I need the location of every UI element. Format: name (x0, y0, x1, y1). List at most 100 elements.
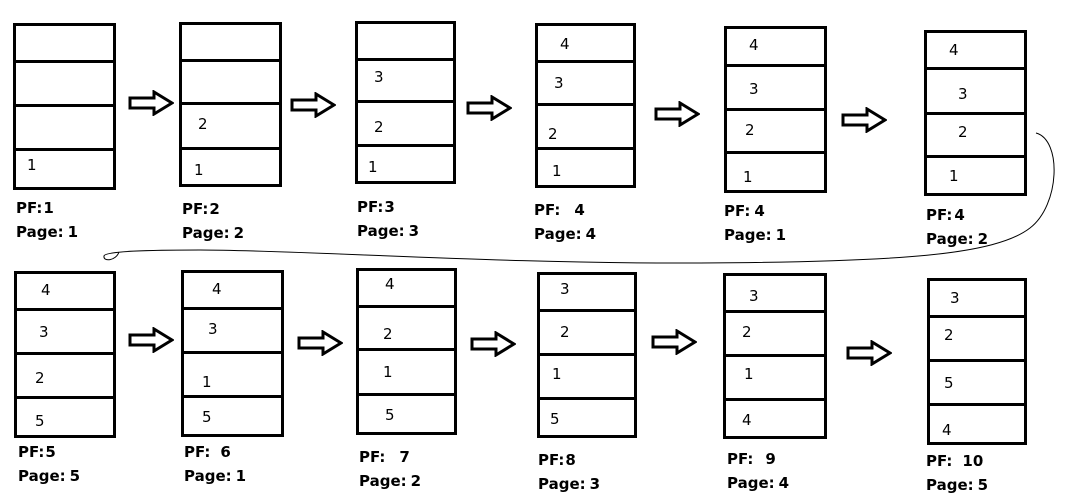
slot-page-number: 1 (552, 162, 562, 180)
requested-page: 1 (67, 223, 79, 241)
frame-slot-2: 2 (359, 305, 454, 348)
slot-page-number: 2 (958, 123, 968, 141)
page-label: Page: (926, 476, 974, 494)
requested-page: 4 (585, 225, 597, 243)
page-fault-label: PF: (359, 448, 386, 466)
page-fault-count: 1 (43, 199, 54, 217)
slot-page-number: 1 (743, 168, 753, 186)
slot-page-number: 3 (39, 323, 49, 341)
slot-page-number: 1 (27, 156, 37, 174)
frame-slot-4: 1 (358, 144, 453, 181)
slot-page-number: 3 (554, 74, 564, 92)
frame-slot-4: 4 (930, 403, 1024, 442)
page-fault-count: 4 (754, 202, 765, 220)
slot-page-number: 2 (383, 325, 393, 343)
frame-slot-3: 1 (726, 354, 824, 398)
page-fault-label: PF: (727, 450, 754, 468)
frame-slot-4: 1 (538, 147, 633, 185)
slot-page-number: 3 (749, 80, 759, 98)
frame-slot-2: 3 (927, 67, 1024, 112)
requested-page: 1 (775, 226, 787, 244)
page-fault-label: PF: (18, 443, 45, 461)
right-arrow-icon (651, 329, 697, 355)
frame-slot-3: 1 (540, 353, 634, 397)
requested-page: 2 (410, 472, 422, 490)
slot-page-number: 4 (749, 36, 759, 54)
page-fault-count: 10 (962, 452, 984, 470)
slot-page-number: 2 (745, 121, 755, 139)
memory-frame-step-5: 4 3 2 1 (724, 26, 827, 193)
requested-page: 2 (977, 230, 989, 248)
page-label: Page: (16, 223, 64, 241)
right-arrow-icon (470, 331, 516, 357)
requested-page: 2 (233, 224, 245, 242)
frame-slot-4: 5 (359, 393, 454, 432)
requested-page: 3 (589, 475, 601, 493)
page-fault-label: PF: (357, 198, 384, 216)
requested-page: 1 (235, 467, 247, 485)
page-fault-label: PF: (926, 452, 953, 470)
page-fault-label: PF: (926, 206, 953, 224)
page-label: Page: (182, 224, 230, 242)
page-label: Page: (538, 475, 586, 493)
frame-slot-4: 1 (927, 155, 1024, 193)
page-label: Page: (357, 222, 405, 240)
slot-page-number: 2 (742, 323, 752, 341)
slot-page-number: 5 (202, 408, 212, 426)
right-arrow-icon (297, 330, 343, 356)
frame-slot-3: 5 (930, 359, 1024, 403)
page-fault-count: 7 (399, 448, 410, 466)
frame-slot-2: 2 (540, 309, 634, 353)
page-fault-count: 4 (954, 206, 965, 224)
frame-slot-1: 4 (727, 29, 824, 64)
right-arrow-icon (654, 101, 700, 127)
frame-slot-1: 3 (930, 281, 1024, 315)
right-arrow-icon (128, 327, 174, 353)
page-label: Page: (926, 230, 974, 248)
page-fault-label: PF: (538, 451, 565, 469)
frame-slot-1: 3 (540, 275, 634, 309)
slot-page-number: 4 (212, 280, 222, 298)
frame-slot-2: 3 (184, 307, 281, 351)
page-label: Page: (359, 472, 407, 490)
slot-page-number: 5 (35, 412, 45, 430)
frame-slot-3: 2 (17, 352, 113, 396)
page-label: Page: (724, 226, 772, 244)
frame-slot-1: 3 (726, 276, 824, 310)
page-fault-label: PF: (184, 443, 211, 461)
slot-page-number: 4 (949, 41, 959, 59)
right-arrow-icon (846, 340, 892, 366)
slot-page-number: 1 (949, 167, 959, 185)
frame-slot-1: 4 (538, 26, 633, 60)
page-fault-label: PF: (16, 199, 43, 217)
slot-page-number: 5 (944, 374, 954, 392)
slot-page-number: 1 (383, 363, 393, 381)
frame-slot-2: 3 (538, 60, 633, 103)
memory-frame-step-7: 4 3 2 5 (14, 271, 116, 438)
page-fault-label: PF: (182, 200, 209, 218)
slot-page-number: 2 (198, 115, 208, 133)
frame-slot-1: 4 (17, 274, 113, 308)
slot-page-number: 4 (560, 35, 570, 53)
frame-slot-3 (16, 104, 113, 148)
frame-slot-1 (358, 24, 453, 58)
page-label: Page: (727, 474, 775, 492)
frame-slot-3: 2 (358, 100, 453, 144)
slot-page-number: 2 (560, 323, 570, 341)
frame-slot-4: 5 (17, 396, 113, 435)
requested-page: 3 (408, 222, 420, 240)
frame-slot-3: 1 (184, 351, 281, 395)
